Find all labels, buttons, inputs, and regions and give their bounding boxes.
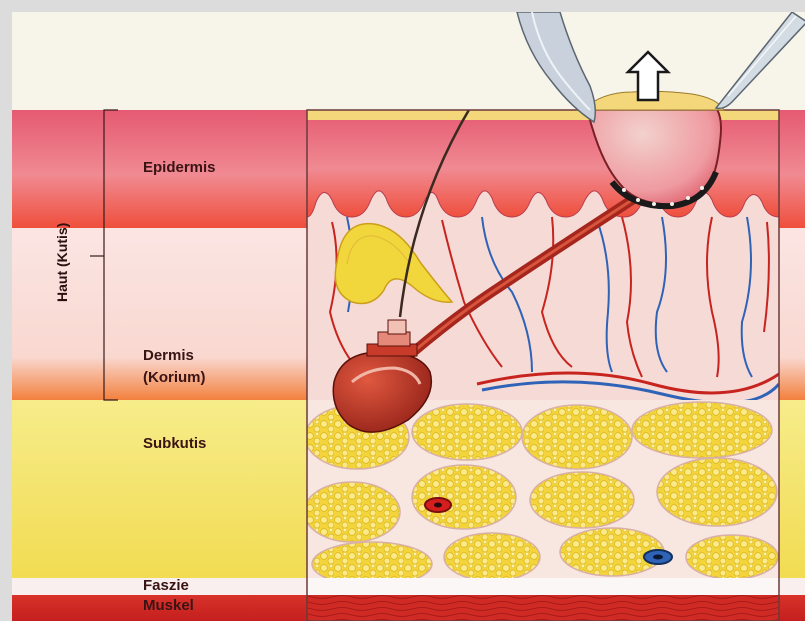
haut-kutis-label: Haut (Kutis) <box>54 223 70 302</box>
faszie-label: Faszie <box>143 576 189 596</box>
epidermis-label: Epidermis <box>143 158 216 178</box>
skin-diagram: Haut (Kutis) Epidermis Dermis (Korium) S… <box>12 12 805 621</box>
dermis-label: Dermis <box>143 346 194 366</box>
skin-cross-section <box>12 12 805 621</box>
subkutis-label: Subkutis <box>143 434 206 454</box>
korium-label: (Korium) <box>143 368 206 388</box>
muskel-label: Muskel <box>143 596 194 616</box>
